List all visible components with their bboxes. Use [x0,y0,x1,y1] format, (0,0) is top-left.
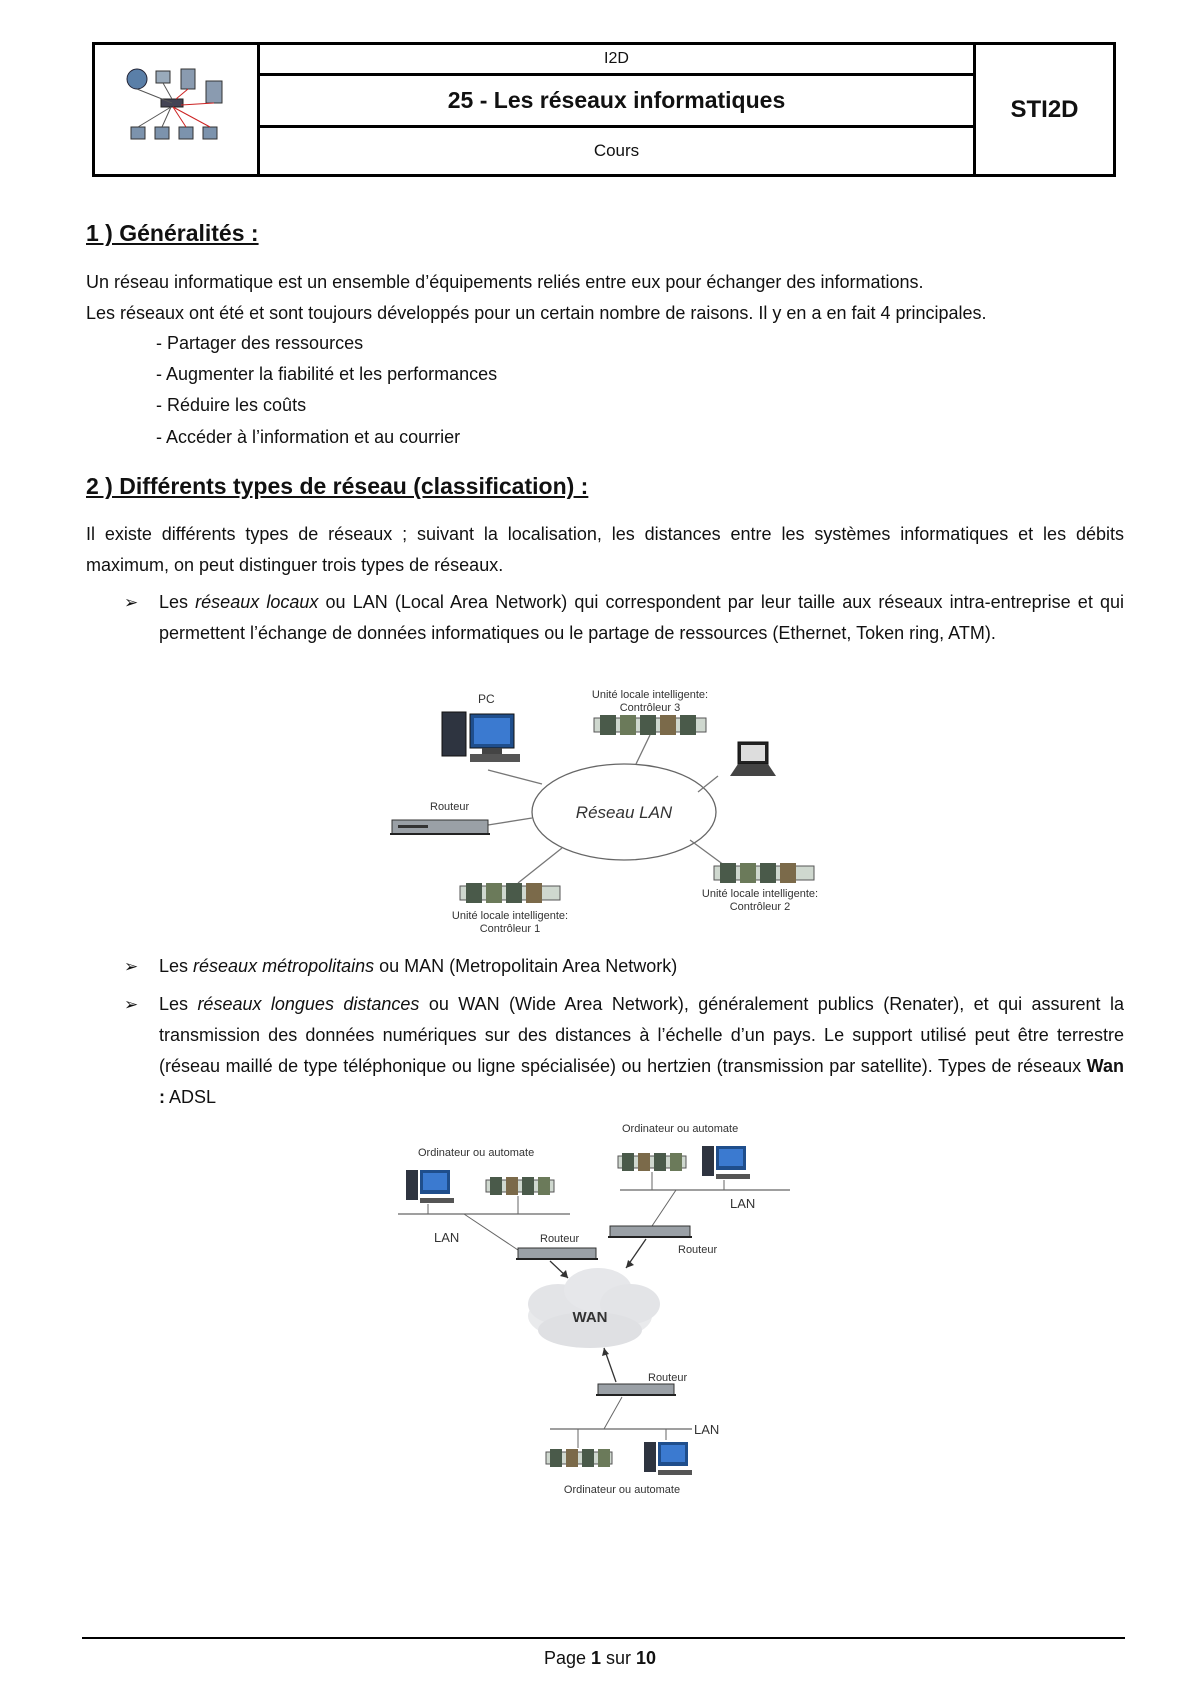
page-number: 1 [590,1648,601,1668]
wan-paragraph: Les réseaux longues distances ou WAN (Wi… [159,994,1124,1107]
router-icon [516,1247,598,1260]
controller-icon [617,1153,687,1171]
network-logo [95,45,260,174]
lan-term: réseaux locaux [195,592,319,612]
section2-heading: 2 ) Différents types de réseau (classifi… [86,473,589,499]
wan-cloud-icon [528,1268,660,1348]
lan-center-label: Réseau LAN [576,803,673,822]
lan-label-top-left: LAN [434,1230,459,1245]
controller-icon [545,1449,613,1467]
pc-icon [406,1170,454,1203]
router-label-left: Routeur [540,1233,579,1245]
header-level: STI2D [973,45,1113,174]
ctrl2-label-1: Unité locale intelligente: [702,888,818,900]
pc-icon [702,1146,750,1179]
list-item: - Partager des ressources [156,333,364,353]
controller-icon [485,1177,555,1195]
list-item: - Réduire les coûts [156,395,307,415]
controller-icon [593,715,707,735]
wan-cloud-label: WAN [573,1309,608,1326]
router-label-right: Routeur [678,1244,717,1256]
man-paragraph: Les réseaux métropolitains ou MAN (Metro… [159,956,678,976]
node-label-top-left: Ordinateur ou automate [418,1147,534,1159]
list-item: - Accéder à l’information et au courrier [156,427,461,447]
ctrl1-label-2: Contrôleur 1 [480,923,541,935]
router-icon [390,819,490,835]
arrow-bullet-icon: ➢ [124,957,139,976]
router-label: Routeur [430,801,469,813]
section1-line1: Un réseau informatique est un ensemble d… [86,272,924,292]
router-icon [608,1225,692,1238]
ctrl3-label-1: Unité locale intelligente: [592,689,708,701]
node-label-bottom: Ordinateur ou automate [564,1484,680,1496]
pc-label: PC [478,692,495,706]
section1-heading: 1 ) Généralités : [86,220,259,246]
wan-diagram: Ordinateur ou automate LAN Routeur Ordin… [398,1123,790,1496]
header-title: 25 - Les réseaux informatiques [260,76,973,128]
section1-line2: Les réseaux ont été et sont toujours dév… [86,303,987,323]
header-doc-type: Cours [593,141,640,160]
page-footer: Page 1 sur 10 [543,1648,657,1668]
arrow-bullet-icon: ➢ [124,593,139,612]
laptop-icon [730,741,776,776]
footer-divider [82,1637,1125,1639]
pc-icon [441,711,520,762]
header-middle: I2D 25 - Les réseaux informatiques Cours [260,45,973,174]
ctrl2-label-2: Contrôleur 2 [730,901,791,913]
header-subject: I2D [260,45,973,76]
ctrl3-label-2: Contrôleur 3 [620,702,681,714]
controller-icon [713,863,815,883]
list-item: - Augmenter la fiabilité et les performa… [156,364,498,384]
wan-term: réseaux longues distances [197,994,420,1014]
lan-label-top-right: LAN [730,1196,755,1211]
lan-label-bottom: LAN [694,1422,719,1437]
network-logo-icon [126,68,223,139]
section2-intro: Il existe différents types de réseaux ; … [86,524,1124,575]
wan-types-label: Wan : [159,1056,1124,1107]
page-total: 10 [636,1648,657,1668]
ctrl1-label-1: Unité locale intelligente: [452,910,568,922]
man-term: réseaux métropolitains [193,956,375,976]
document-header: I2D 25 - Les réseaux informatiques Cours… [92,42,1116,177]
lan-diagram: Réseau LAN PC Unité locale intelligente:… [390,689,818,935]
router-label-bottom: Routeur [648,1372,687,1384]
lan-paragraph: Les réseaux locaux ou LAN (Local Area Ne… [159,592,1124,643]
pc-icon [644,1442,692,1475]
controller-icon [459,883,561,903]
router-icon [596,1383,676,1396]
node-label-top-right: Ordinateur ou automate [622,1123,738,1135]
arrow-bullet-icon: ➢ [124,995,139,1014]
